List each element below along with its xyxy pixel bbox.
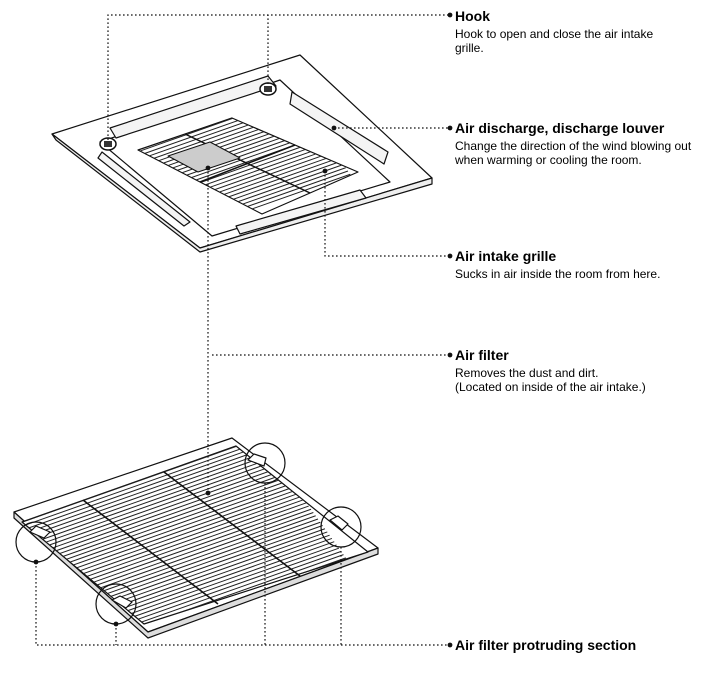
slat-line — [27, 476, 289, 570]
label-hook: Hook Hook to open and close the air inta… — [455, 8, 700, 55]
slat-line — [22, 446, 265, 537]
label-protruding-title: Air filter protruding section — [455, 637, 637, 653]
label-air-intake-grille-description: Sucks in air inside the room from here. — [455, 267, 661, 281]
slat-line — [138, 118, 300, 164]
slat-line — [32, 482, 293, 576]
leader-dot — [331, 125, 337, 131]
air-filter — [13, 437, 379, 639]
slat-line — [23, 469, 284, 563]
label-air-discharge-description: Change the direction of the wind blowing… — [455, 139, 692, 167]
leader-dot — [447, 125, 453, 131]
slat-line — [175, 167, 346, 214]
label-air-filter-title: Air filter — [455, 347, 509, 363]
discharge-louver — [109, 75, 277, 139]
leader-dot — [205, 165, 211, 171]
slat-line — [36, 489, 298, 583]
slat-line — [138, 118, 302, 167]
label-air-filter: Air filter Removes the dust and dirt. (L… — [455, 347, 700, 394]
slat-line — [34, 486, 295, 580]
slat-line — [25, 473, 286, 567]
filter-protrusion-tab — [329, 515, 349, 531]
leader-dot — [322, 168, 328, 174]
leader-dot — [447, 253, 453, 259]
slat-line — [22, 456, 275, 550]
leader-dot — [447, 352, 453, 358]
hook — [99, 137, 117, 151]
slat-line — [22, 460, 277, 554]
discharge-louver — [235, 189, 367, 235]
filter-protrusion-tab — [111, 595, 133, 609]
leader-dot — [33, 559, 39, 565]
slat-line — [22, 453, 272, 547]
ceiling-cassette-unit — [51, 54, 433, 253]
slat-line — [22, 447, 268, 541]
slat-line — [43, 499, 305, 593]
leader-dot — [447, 642, 453, 648]
hook — [259, 82, 277, 96]
slat-line — [78, 547, 340, 624]
label-hook-title: Hook — [455, 8, 490, 24]
label-air-intake-grille-title: Air intake grille — [455, 248, 557, 264]
slat-line — [173, 164, 344, 214]
label-air-intake-grille: Air intake grille Sucks in air inside th… — [455, 248, 700, 281]
filter-protrusion-tab — [247, 453, 267, 467]
label-air-discharge-title: Air discharge, discharge louver — [455, 120, 665, 136]
slat-line — [22, 450, 270, 544]
slat-line — [177, 170, 349, 214]
slat-line — [81, 550, 342, 624]
slat-line — [180, 173, 351, 214]
slat-line — [22, 446, 261, 531]
discharge-louver — [97, 151, 191, 227]
slat-line — [29, 479, 291, 573]
slat-line — [138, 118, 295, 157]
slat-line — [22, 446, 263, 534]
slat-line — [138, 118, 298, 161]
slat-line — [22, 463, 279, 557]
filter-protrusion-tab — [29, 525, 51, 539]
leader-dot — [447, 12, 453, 18]
label-air-filter-description-line1: Removes the dust and dirt. — [455, 366, 599, 380]
label-hook-description: Hook to open and close the air intake gr… — [455, 27, 654, 55]
label-air-filter-description-line2: (Located on inside of the air intake.) — [455, 380, 646, 394]
label-air-filter-protruding-section: Air filter protruding section — [455, 637, 700, 653]
label-air-discharge: Air discharge, discharge louver Change t… — [455, 120, 700, 167]
leader-lines — [35, 14, 448, 646]
leader-dot — [205, 490, 211, 496]
leader-dot — [113, 621, 119, 627]
slat-line — [39, 492, 300, 586]
slat-line — [22, 466, 282, 560]
slat-line — [41, 495, 302, 589]
